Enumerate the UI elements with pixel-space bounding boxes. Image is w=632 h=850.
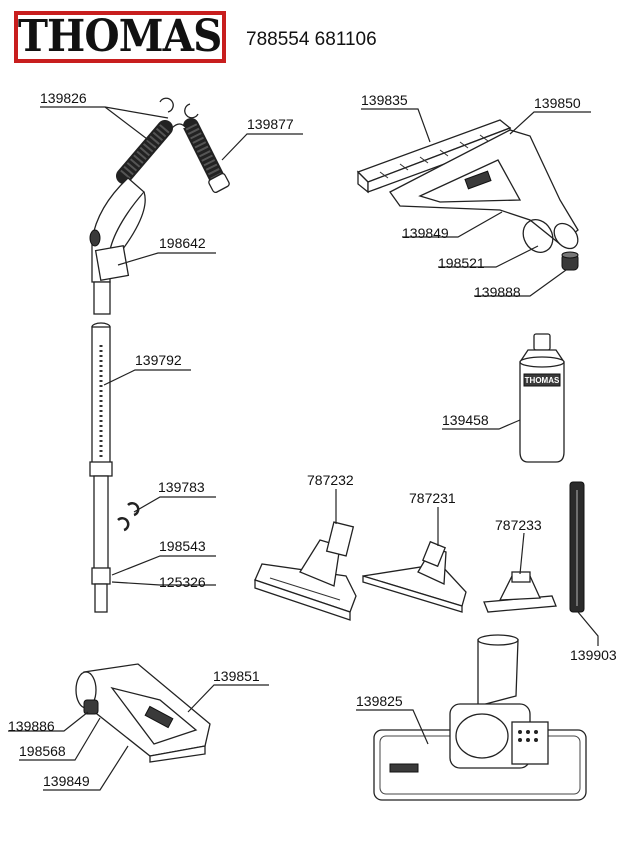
hose-drawing — [116, 118, 230, 193]
part-label-139888: 139888 — [474, 284, 521, 300]
part-label-139835: 139835 — [361, 92, 408, 108]
detergent-bottle-drawing: THOMAS — [519, 333, 565, 463]
upholstery-nozzle-787232-drawing — [254, 521, 357, 621]
part-label-787231: 787231 — [409, 490, 456, 506]
part-label-139783: 139783 — [158, 479, 205, 495]
floor-nozzle-ring-drawing — [522, 219, 554, 253]
part-label-139825: 139825 — [356, 693, 403, 709]
floor-nozzle-139825-drawing — [373, 634, 587, 801]
telescopic-tube-drawing — [89, 322, 113, 613]
part-label-198521: 198521 — [438, 255, 485, 271]
diagram-code: 788554 681106 — [246, 29, 377, 50]
leader-lines — [8, 106, 599, 791]
part-label-139850: 139850 — [534, 95, 581, 111]
brand-wordmark: THOMAS — [18, 11, 222, 62]
part-label-139886: 139886 — [8, 718, 55, 734]
part-label-198568: 198568 — [19, 743, 66, 759]
hand-tool-drawing — [75, 663, 211, 763]
part-label-139849-top: 139849 — [402, 225, 449, 241]
handle-drawing — [89, 177, 146, 315]
part-label-198642: 198642 — [159, 235, 206, 251]
floor-brush-rail-drawing — [356, 119, 512, 194]
part-label-787232: 787232 — [307, 472, 354, 488]
part-label-139877: 139877 — [247, 116, 294, 132]
floor-nozzle-body-drawing — [389, 129, 579, 250]
part-label-198543: 198543 — [159, 538, 206, 554]
crevice-nozzle-787233-drawing — [483, 571, 557, 613]
part-label-139903: 139903 — [570, 647, 617, 663]
extension-tube-139903-drawing — [569, 481, 585, 613]
part-label-125326: 125326 — [159, 574, 206, 590]
tube-clips-drawing — [117, 502, 140, 532]
part-label-787233: 787233 — [495, 517, 542, 533]
part-label-139792: 139792 — [135, 352, 182, 368]
upholstery-nozzle-787231-drawing — [362, 540, 467, 613]
hose-clips-drawing — [159, 97, 199, 119]
part-label-139826: 139826 — [40, 90, 87, 106]
thomas-logo: THOMAS — [14, 11, 226, 63]
svg-text:THOMAS: THOMAS — [525, 376, 560, 385]
part-label-139849-bottom: 139849 — [43, 773, 90, 789]
floor-nozzle-wheel-drawing — [561, 251, 579, 271]
part-label-139458: 139458 — [442, 412, 489, 428]
part-label-139851: 139851 — [213, 668, 260, 684]
